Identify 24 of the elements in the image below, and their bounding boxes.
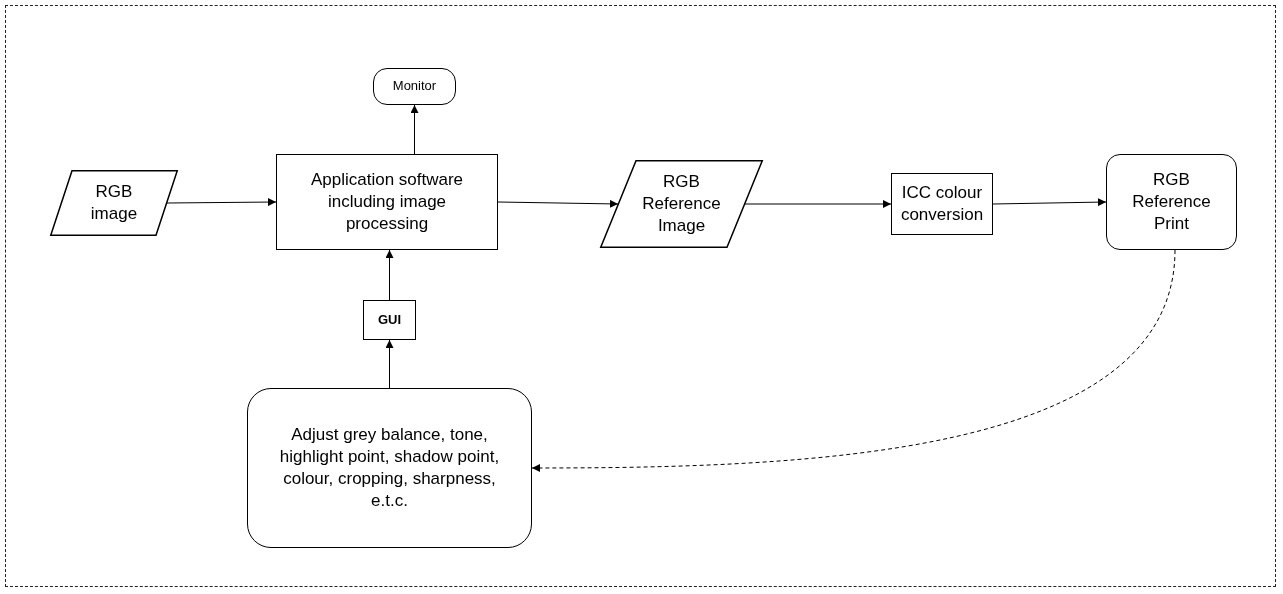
- arrow: [744, 200, 892, 208]
- arrow: [410, 104, 419, 155]
- arrow: [497, 199, 619, 208]
- interface-box: [363, 300, 416, 340]
- output-box: [373, 68, 456, 105]
- data-parallelogram: [600, 160, 763, 248]
- node-label: RGB image: [89, 180, 139, 225]
- arrow: [531, 249, 1176, 472]
- process-box: [891, 173, 993, 235]
- output-box: [1106, 154, 1237, 250]
- node-label: Monitor: [391, 78, 438, 95]
- input-parallelogram: [50, 170, 178, 236]
- node-label: ICC colour conversion: [899, 181, 985, 226]
- node-label: GUI: [376, 311, 403, 329]
- node-label: RGB Reference Print: [1131, 168, 1212, 236]
- arrow: [166, 198, 277, 207]
- arrow: [385, 339, 394, 389]
- node-label: RGB Reference Image: [641, 170, 722, 238]
- process-box: [247, 388, 532, 548]
- node-label: Adjust grey balance, tone, highlight point, shadow point, colour, cropping, sharpness, e.t.c.: [278, 423, 501, 513]
- arrow: [992, 198, 1107, 207]
- node-label: Application software including image processing: [309, 168, 465, 236]
- arrow: [385, 249, 394, 301]
- process-box: [276, 154, 498, 250]
